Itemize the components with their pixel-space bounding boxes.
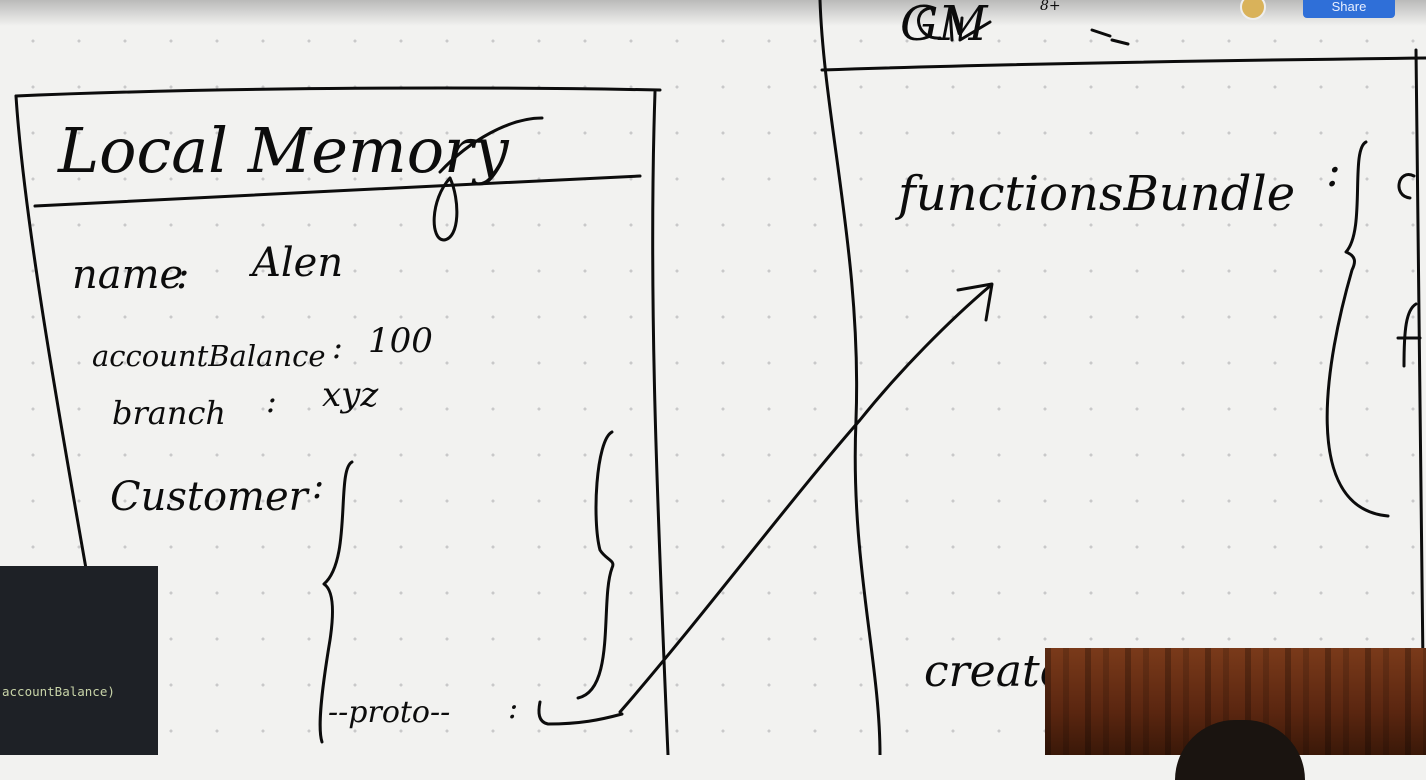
handwriting-partial-a <box>1397 173 1416 200</box>
proto-arrow <box>618 284 992 714</box>
functions-bundle-key: functionsBundle <box>895 166 1295 222</box>
webcam-overlay <box>1045 648 1426 780</box>
branch-key: branch <box>112 394 226 432</box>
customer-close-brace <box>576 430 615 700</box>
global-memory-header-divider <box>820 56 1426 72</box>
proto-arrow-head <box>956 282 994 322</box>
code-editor-overlay: accountBalance) <box>0 566 158 755</box>
name-key: name <box>72 252 183 298</box>
proto-connector <box>537 700 624 726</box>
local-memory-box-left <box>14 94 90 582</box>
local-memory-box-right <box>651 90 670 755</box>
local-memory-header-divider <box>33 174 642 208</box>
local-memory-title: Local Memory <box>57 114 510 187</box>
global-header-partial: GM <box>900 0 989 52</box>
toolbar-shadow <box>0 0 1426 26</box>
global-memory-box-right <box>1414 48 1426 755</box>
account-balance-colon: : <box>332 328 343 366</box>
customer-key: Customer <box>110 474 311 520</box>
account-balance-key: accountBalance <box>92 339 326 373</box>
functions-bundle-colon: : <box>1326 146 1341 197</box>
name-value: Alen <box>248 240 343 286</box>
local-memory-box-top <box>14 86 662 98</box>
hand-drawn-diagram: Local Memory name : Alen accountBalance … <box>14 0 1426 755</box>
functions-bundle-open-brace <box>1325 140 1390 518</box>
count-badge: 8+ <box>1040 0 1061 14</box>
proto-colon: : <box>508 691 518 726</box>
avatar[interactable] <box>1240 0 1266 20</box>
proto-label: --proto-- <box>328 695 450 730</box>
code-line: accountBalance) <box>2 684 115 699</box>
handwriting-partial-f <box>1396 302 1422 368</box>
header-scribble <box>917 6 1130 46</box>
title-flourish <box>432 116 544 242</box>
branch-value: xyz <box>322 375 379 415</box>
whiteboard-canvas[interactable] <box>0 0 1426 755</box>
customer-colon: : <box>312 466 324 507</box>
name-colon: : <box>176 252 189 298</box>
branch-colon: : <box>266 382 277 420</box>
presenter-silhouette <box>1175 720 1305 780</box>
account-balance-value: 100 <box>368 321 433 361</box>
share-button[interactable]: Share <box>1303 0 1395 18</box>
customer-open-brace <box>318 460 354 744</box>
global-memory-box-left <box>818 0 882 755</box>
